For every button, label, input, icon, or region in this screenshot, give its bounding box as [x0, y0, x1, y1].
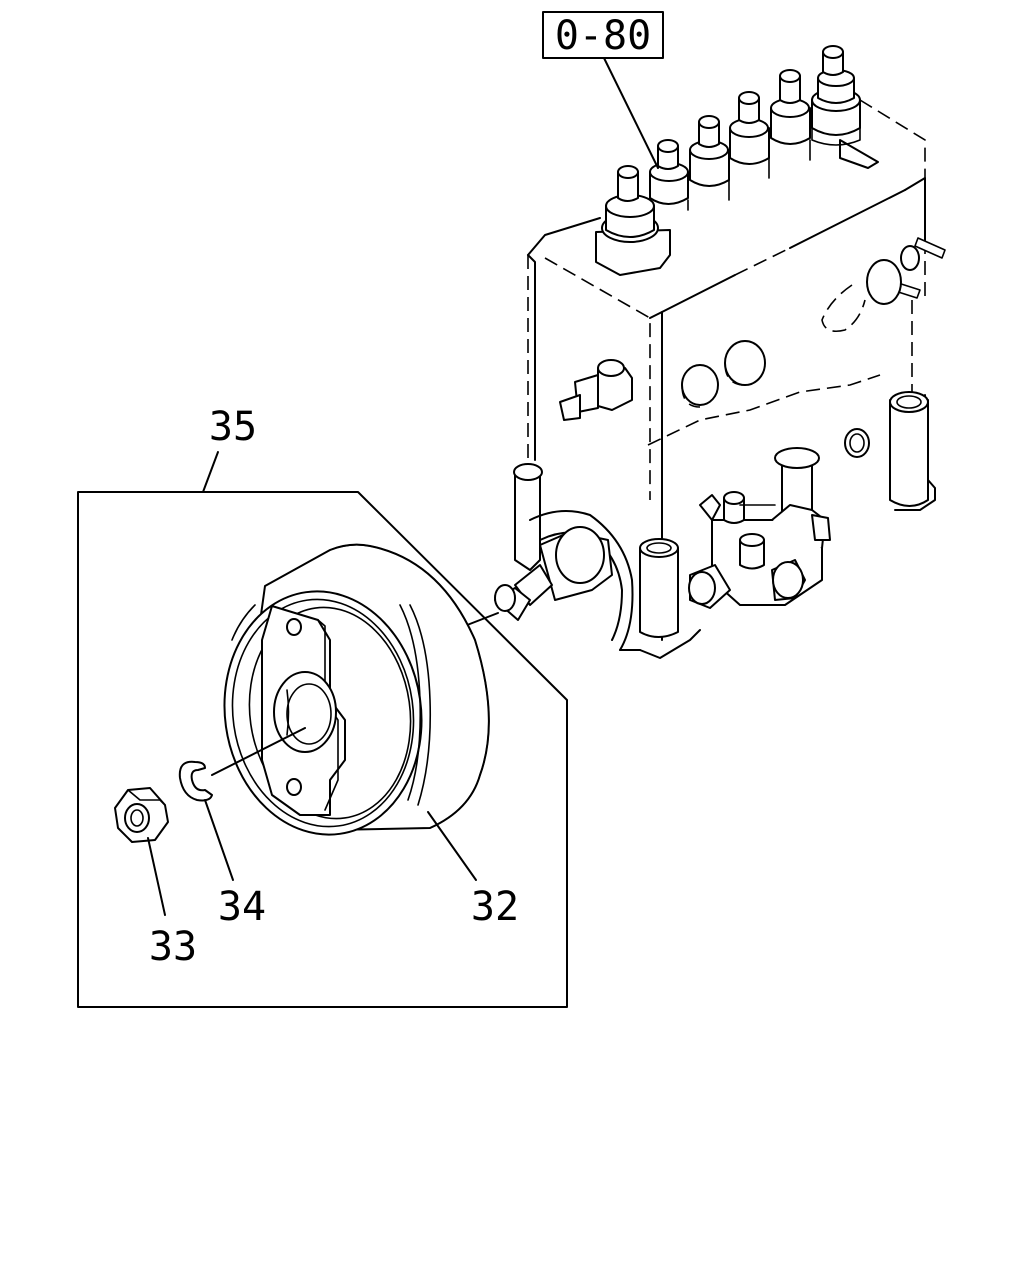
- callout-34: 34: [218, 884, 266, 930]
- side-stub-shaft: [559, 359, 633, 421]
- lock-washer-34: [178, 760, 213, 802]
- delivery-valve-holders: [595, 45, 879, 276]
- leader-32: [427, 811, 477, 881]
- leader-33: [147, 837, 166, 916]
- reference-tag-label: 0-80: [555, 13, 651, 59]
- callout-33: 33: [149, 924, 197, 970]
- part-callouts: 32 34 33: [147, 799, 519, 970]
- plunger-tube: [889, 391, 929, 507]
- side-pins: [821, 237, 946, 333]
- injection-pump-body: [494, 45, 946, 659]
- callout-32: 32: [471, 884, 519, 930]
- coupling-flange-32: [223, 543, 490, 836]
- reference-tag: 0-80: [542, 11, 664, 169]
- drive-end-boss: [494, 463, 634, 651]
- feed-pump-assembly: [639, 447, 831, 638]
- nut-33: [114, 787, 169, 843]
- reference-leader-line: [603, 57, 659, 169]
- callout-35: 35: [209, 404, 257, 450]
- assembly-group-35: 35: [77, 404, 568, 1008]
- leader-34: [204, 799, 234, 881]
- assembly-leader-line: [202, 451, 219, 493]
- bore-axis-line: [211, 727, 306, 776]
- assembly-frame: [77, 491, 568, 1008]
- housing-bosses: [681, 340, 870, 458]
